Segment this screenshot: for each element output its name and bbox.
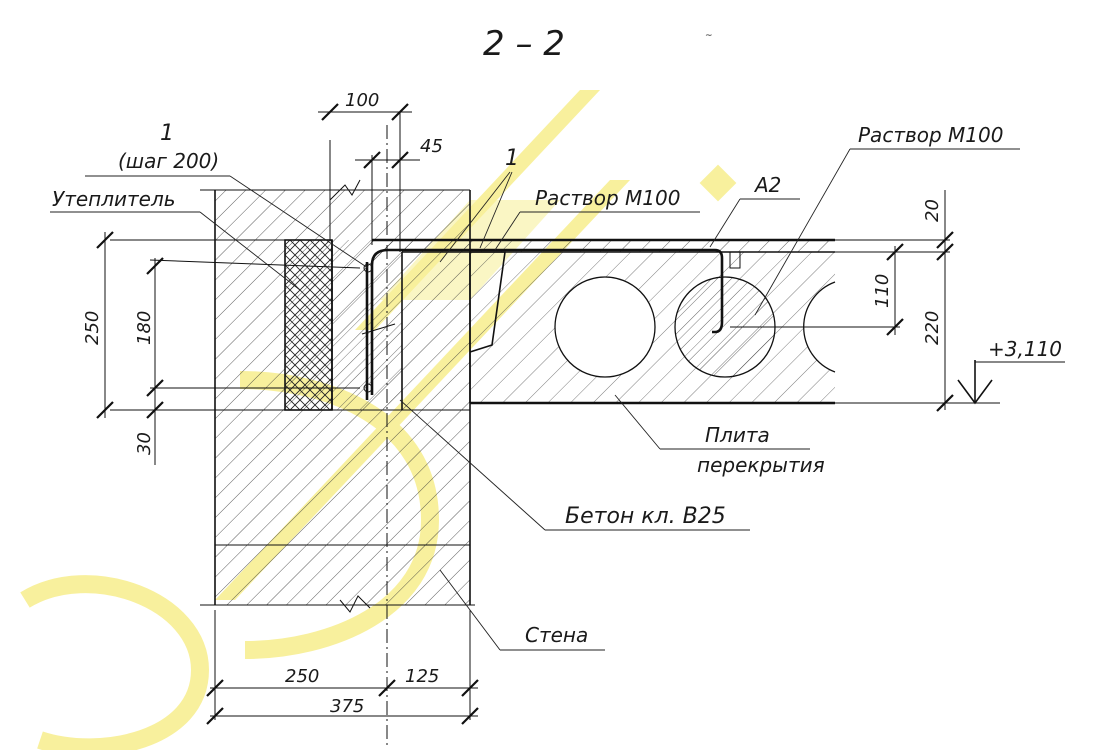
floor-slab [370,238,836,405]
callout-wall: Стена [525,623,588,647]
dim-375: 375 [330,696,364,717]
dim-180: 180 [134,311,155,345]
title-mark: ~ [705,31,713,41]
callout-1-right: 1 [505,146,519,171]
slab-hollow-core [554,276,656,378]
callout-mortar-mid: Раствор М100 [535,186,680,210]
dim-220: 220 [922,311,943,345]
dim-20: 20 [922,199,943,222]
dim-top: 100 45 [318,90,443,252]
callouts: 1 (шаг 200) Утеплитель 1 Раствор М100 Ра… [50,121,1020,651]
callout-slab-2: перекрытия [697,453,825,477]
dim-right: 20 220 110 [730,190,954,412]
watermark-o [20,575,210,750]
insulation-layer [285,240,332,410]
rebar [361,248,724,400]
elevation-mark: +3,110 [950,337,1065,405]
callout-step: (шаг 200) [118,149,219,173]
dim-125: 125 [405,666,439,687]
dim-110: 110 [872,274,893,308]
dim-45: 45 [420,136,443,157]
wall-lower-block [215,410,470,605]
callout-insulation: Утеплитель [52,187,176,211]
callout-mortar-top: Раствор М100 [858,123,1003,147]
callout-slab-1: Плита [705,423,770,447]
dim-250-vertical: 250 [82,311,103,345]
callout-concrete: Бетон кл. В25 [565,504,726,529]
dim-30: 30 [134,432,155,455]
section-title: 2 – 2 [483,24,565,64]
dim-left: 250 180 30 [82,231,361,465]
callout-rebar: А2 [753,173,781,197]
dim-bottom: 250 125 375 [206,610,479,725]
callout-1-left: 1 [160,121,174,146]
elevation-value: +3,110 [988,337,1062,361]
dim-100: 100 [345,90,379,111]
dim-250-horizontal: 250 [285,666,319,687]
watermark-dot [699,164,737,202]
